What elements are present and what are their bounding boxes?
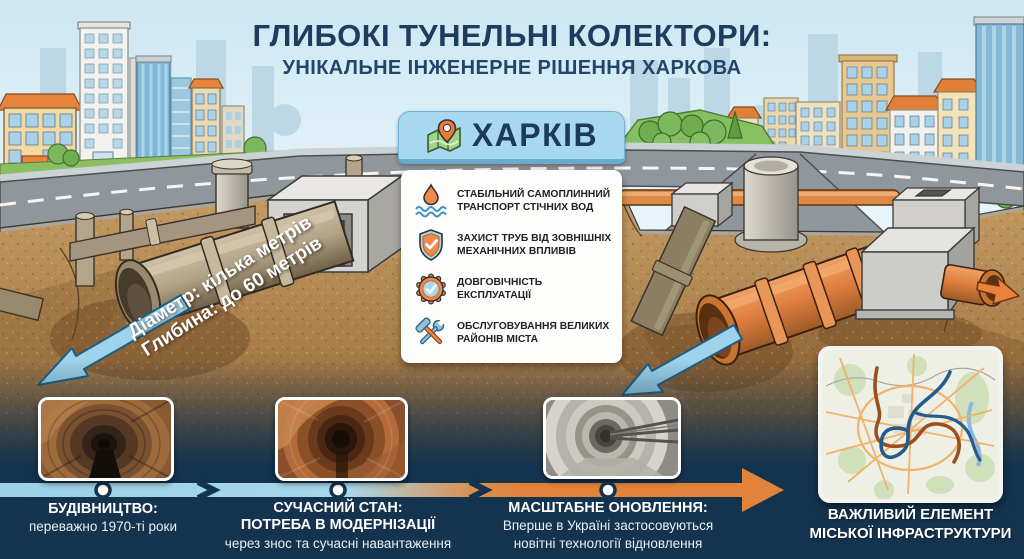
map-pin-icon <box>425 118 463 154</box>
feature-item: СТАБІЛЬНИЙ САМОПЛИННИЙ ТРАНСПОРТ СТІЧНИХ… <box>413 183 613 219</box>
feature-text: ДОВГОВІЧНІСТЬ ЕКСПЛУАТАЦІЇ <box>457 276 543 301</box>
left-city-buildings <box>0 21 245 171</box>
page-title: ГЛИБОКІ ТУНЕЛЬНІ КОЛЕКТОРИ: УНІКАЛЬНЕ ІН… <box>0 18 1024 80</box>
feature-item: ЗАХИСТ ТРУБ ВІД ЗОВНІШНІХ МЕХАНІЧНИХ ВПЛ… <box>413 227 613 263</box>
timeline-arrowhead <box>742 468 784 512</box>
map-caption: ВАЖЛИВИЙ ЕЛЕМЕНТ МІСЬКОЇ ІНФРАСТРУКТУРИ <box>803 506 1018 544</box>
timeline-chevron-1 <box>196 479 221 501</box>
city-name: ХАРКІВ <box>471 117 599 153</box>
stage-subtitle: ПОТРЕБА В МОДЕРНІЗАЦІЇ <box>240 517 436 534</box>
title-line2: УНІКАЛЬНЕ ІНЖЕНЕРНЕ РІШЕННЯ ХАРКОВА <box>282 57 742 79</box>
timeline-dot-3 <box>599 481 617 499</box>
timeline-stage-construction: БУДІВНИЦТВО: переважно 1970-ті роки <box>8 501 198 536</box>
stage-title: БУДІВНИЦТВО: <box>48 501 158 517</box>
stage-text: через знос та сучасні навантаження <box>224 535 452 551</box>
stage-text: новітні технології відновлення <box>513 535 703 551</box>
tunnel-photo-current-state <box>275 397 408 481</box>
feature-text: СТАБІЛЬНИЙ САМОПЛИННИЙ ТРАНСПОРТ СТІЧНИХ… <box>457 188 611 213</box>
kharkiv-card: ХАРКІВ СТАБІЛЬНИЙ САМОПЛИННИЙ ТРАНСПОРТ … <box>398 111 625 363</box>
stage-title: МАСШТАБНЕ ОНОВЛЕННЯ: <box>508 500 708 516</box>
left-manhole-shaft <box>211 158 253 229</box>
city-network-map <box>818 346 1003 503</box>
tools-icon <box>413 315 449 351</box>
kharkiv-card-header: ХАРКІВ <box>398 111 625 164</box>
timeline-chevron-2 <box>468 479 493 501</box>
crossing-utility-pipe <box>630 205 717 337</box>
left-mid-pipe <box>69 205 256 262</box>
timeline-stage-renovation: МАСШТАБНЕ ОНОВЛЕННЯ: Вперше в Україні за… <box>483 500 733 552</box>
outflow-arrow <box>976 276 1020 305</box>
feature-text: ЗАХИСТ ТРУБ ВІД ЗОВНІШНІХ МЕХАНІЧНИХ ВПЛ… <box>457 232 612 257</box>
timeline-bar <box>0 483 745 497</box>
kharkiv-card-body: СТАБІЛЬНИЙ САМОПЛИННИЙ ТРАНСПОРТ СТІЧНИХ… <box>401 170 622 363</box>
map-route-navy <box>879 370 952 459</box>
timeline-dot-2 <box>329 481 347 499</box>
map-caption-line2: МІСЬКОЇ ІНФРАСТРУКТУРИ <box>809 524 1012 542</box>
feature-text: ОБСЛУГОВУВАННЯ ВЕЛИКИХ РАЙОНІВ МІСТА <box>457 320 610 345</box>
shield-check-icon <box>413 227 449 263</box>
stage-text: Вперше в Україні застосовуються <box>502 518 714 534</box>
stage-text: переважно 1970-ті роки <box>28 519 178 535</box>
tunnel-photo-construction <box>38 397 174 481</box>
left-collector-pipe <box>114 200 355 333</box>
map-route-brown <box>873 366 961 464</box>
water-flow-icon <box>413 183 449 219</box>
map-caption-line1: ВАЖЛИВИЙ ЕЛЕМЕНТ <box>827 506 994 523</box>
title-line1: ГЛИБОКІ ТУНЕЛЬНІ КОЛЕКТОРИ: <box>252 18 772 53</box>
timeline-dot-1 <box>94 481 112 499</box>
right-manhole-shaft <box>734 156 808 253</box>
tunnel-photo-renovation <box>543 397 681 479</box>
gear-check-icon <box>413 271 449 307</box>
timeline-stage-current: СУЧАСНИЙ СТАН: ПОТРЕБА В МОДЕРНІЗАЦІЇ че… <box>223 500 453 552</box>
feature-item: ОБСЛУГОВУВАННЯ ВЕЛИКИХ РАЙОНІВ МІСТА <box>413 315 613 351</box>
stage-title: СУЧАСНИЙ СТАН: <box>273 500 403 516</box>
feature-item: ДОВГОВІЧНІСТЬ ЕКСПЛУАТАЦІЇ <box>413 271 613 307</box>
left-mid-pipe-collar <box>145 218 161 246</box>
map-route-navy-branch <box>912 410 982 462</box>
